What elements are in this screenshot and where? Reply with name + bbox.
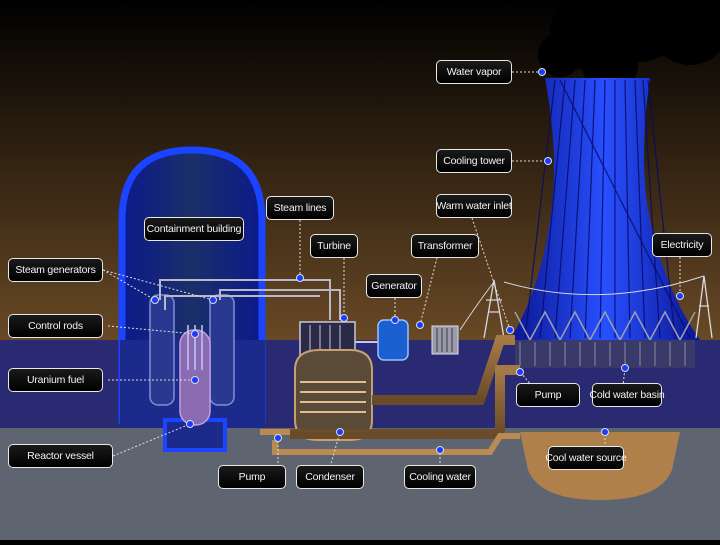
label-transformer: Transformer	[411, 234, 479, 258]
label-uranium-fuel: Uranium fuel	[8, 368, 103, 392]
label-cold-water-basin: Cold water basin	[590, 383, 665, 407]
water-vapor-plume	[538, 0, 720, 93]
label-warm-water-inlet: Warm water inlet	[436, 194, 512, 218]
label-steam-lines: Steam lines	[266, 196, 334, 220]
label-turbine: Turbine	[310, 234, 358, 258]
containment-building	[118, 146, 266, 452]
label-pump-condenser: Pump	[218, 465, 286, 489]
label-cool-water-source: Cool water source	[545, 446, 627, 470]
generator	[377, 319, 409, 361]
cooling-water-pipes	[280, 335, 520, 453]
power-pylons	[459, 275, 713, 339]
label-reactor-vessel: Reactor vessel	[8, 444, 113, 468]
label-containment-building: Containment building	[144, 217, 244, 241]
condenser	[294, 349, 373, 441]
label-condenser: Condenser	[296, 465, 364, 489]
label-steam-generators: Steam generators	[8, 258, 103, 282]
label-electricity: Electricity	[652, 233, 712, 257]
condenser-return-pipes	[260, 429, 520, 455]
label-water-vapor: Water vapor	[436, 60, 512, 84]
label-pump-tower: Pump	[516, 383, 580, 407]
steam-lines	[159, 279, 341, 320]
label-cooling-tower: Cooling tower	[436, 149, 512, 173]
label-markers	[151, 68, 684, 454]
transformer	[431, 325, 459, 355]
label-generator: Generator	[366, 274, 422, 298]
label-cooling-water: Cooling water	[404, 465, 476, 489]
label-control-rods: Control rods	[8, 314, 103, 338]
cooling-tower	[510, 78, 700, 368]
